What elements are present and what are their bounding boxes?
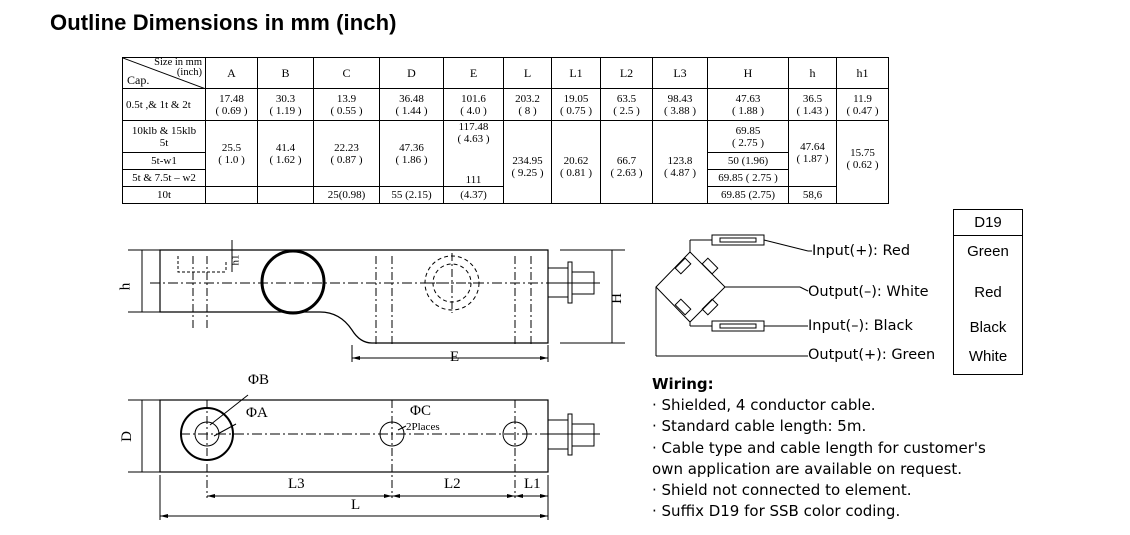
table-row: 10t 25(0.98) 55 (2.15) (4.37) 69.85 (2.7…	[122, 186, 889, 204]
col-header-L2: L2	[600, 57, 653, 89]
table-cell: 55 (2.15)	[379, 186, 444, 204]
table-cell: 58,6	[788, 186, 837, 204]
table-cell: 69.85 (2.75)	[707, 186, 789, 204]
table-row: 5t-w1 50 (1.96)	[122, 152, 889, 170]
wiring-notes: Wiring: · Shielded, 4 conductor cable. ·…	[652, 374, 986, 522]
wiring-note: own application are available on request…	[652, 459, 962, 478]
dim-label-phiA: ΦA	[246, 405, 268, 421]
col-header-C: C	[313, 57, 380, 89]
dimensions-table: Size in mm(inch) Cap. A B C D E L L1 L2 …	[122, 57, 889, 204]
d19-color-code-box: D19 Green Red Black White	[953, 209, 1023, 375]
table-cell: 13.9( 0.55 )	[313, 88, 380, 121]
wiring-title: Wiring:	[652, 375, 714, 393]
table-cell: 22.23( 0.87 )	[313, 120, 380, 187]
table-cell: 36.48( 1.44 )	[379, 88, 444, 121]
table-cell: 19.05( 0.75 )	[551, 88, 601, 121]
table-row: 0.5t ,& 1t & 2t 17.48( 0.69 ) 30.3( 1.19…	[122, 88, 889, 121]
table-cell: 17.48( 0.69 )	[205, 88, 258, 121]
wire-label-output-neg: Output(–): White	[808, 284, 929, 300]
page-title: Outline Dimensions in mm (inch)	[50, 10, 397, 35]
corner-inch-label: (inch)	[176, 67, 202, 78]
wheatstone-bridge-diagram	[655, 234, 812, 357]
color-code-white: White	[968, 348, 1008, 365]
col-header-h1: h1	[836, 57, 889, 89]
table-cell: 41.4( 1.62 )	[257, 120, 314, 187]
color-code-header: D19	[974, 214, 1002, 231]
wire-label-input-pos: Input(+): Red	[812, 243, 911, 259]
table-cell: 66.7( 2.63 )	[600, 120, 653, 204]
col-header-H: H	[707, 57, 789, 89]
color-code-black: Black	[969, 319, 1007, 336]
dim-label-phiC: ΦC	[410, 403, 431, 419]
table-cell: 47.36( 1.86 )	[379, 120, 444, 187]
cap-cell: 5t-w1	[122, 152, 206, 170]
dim-label-H: H	[608, 293, 625, 304]
wire-label-input-neg: Input(–): Black	[808, 318, 913, 334]
dim-label-D: D	[118, 431, 135, 442]
top-view-drawing	[128, 394, 600, 520]
table-cell: 98.43( 3.88 )	[652, 88, 708, 121]
dim-label-L2: L2	[444, 476, 461, 492]
side-view-drawing	[128, 240, 625, 362]
corner-cap-label: Cap.	[127, 73, 150, 87]
color-code-green: Green	[967, 243, 1009, 260]
table-cell: (4.37)	[443, 186, 504, 204]
table-cell: 20.62( 0.81 )	[551, 120, 601, 204]
wiring-note: · Standard cable length: 5m.	[652, 417, 867, 436]
cap-cell: 10t	[122, 186, 206, 204]
table-cell: 36.5( 1.43 )	[788, 88, 837, 121]
dim-label-L1: L1	[524, 476, 541, 492]
dim-label-h1: h1	[229, 254, 242, 266]
table-corner-cell: Size in mm(inch) Cap.	[122, 57, 206, 89]
table-cell: 203.2( 8 )	[503, 88, 552, 121]
table-cell: 69.85 ( 2.75 )	[707, 169, 789, 187]
table-cell: 30.3( 1.19 )	[257, 88, 314, 121]
color-code-red: Red	[974, 284, 1002, 301]
wiring-note: · Suffix D19 for SSB color coding.	[652, 502, 901, 521]
table-cell: 15.75( 0.62 )	[836, 120, 889, 204]
dim-label-phiB: ΦB	[248, 372, 269, 388]
dim-label-L: L	[351, 497, 361, 513]
wiring-note: · Shielded, 4 conductor cable.	[652, 396, 876, 415]
wire-label-output-pos: Output(+): Green	[808, 347, 936, 363]
wiring-note: · Cable type and cable length for custom…	[652, 438, 986, 457]
table-cell: 25.5( 1.0 )	[205, 120, 258, 187]
table-cell: 123.8( 4.87 )	[652, 120, 708, 204]
col-header-L3: L3	[652, 57, 708, 89]
dim-label-L3: L3	[288, 476, 305, 492]
wiring-note: · Shield not connected to element.	[652, 481, 912, 500]
table-cell	[443, 152, 504, 170]
col-header-h: h	[788, 57, 837, 89]
corner-size-label: Size in mm	[154, 57, 202, 68]
col-header-D: D	[379, 57, 444, 89]
dim-label-h: h	[117, 282, 134, 291]
corner-diagonal	[123, 58, 206, 89]
table-cell: 117.48( 4.63 )	[443, 120, 504, 153]
table-row: 5t & 7.5t – w2 111 69.85 ( 2.75 )	[122, 169, 889, 187]
dim-label-2places: 2Places	[406, 421, 440, 433]
dim-label-E: E	[450, 349, 460, 365]
